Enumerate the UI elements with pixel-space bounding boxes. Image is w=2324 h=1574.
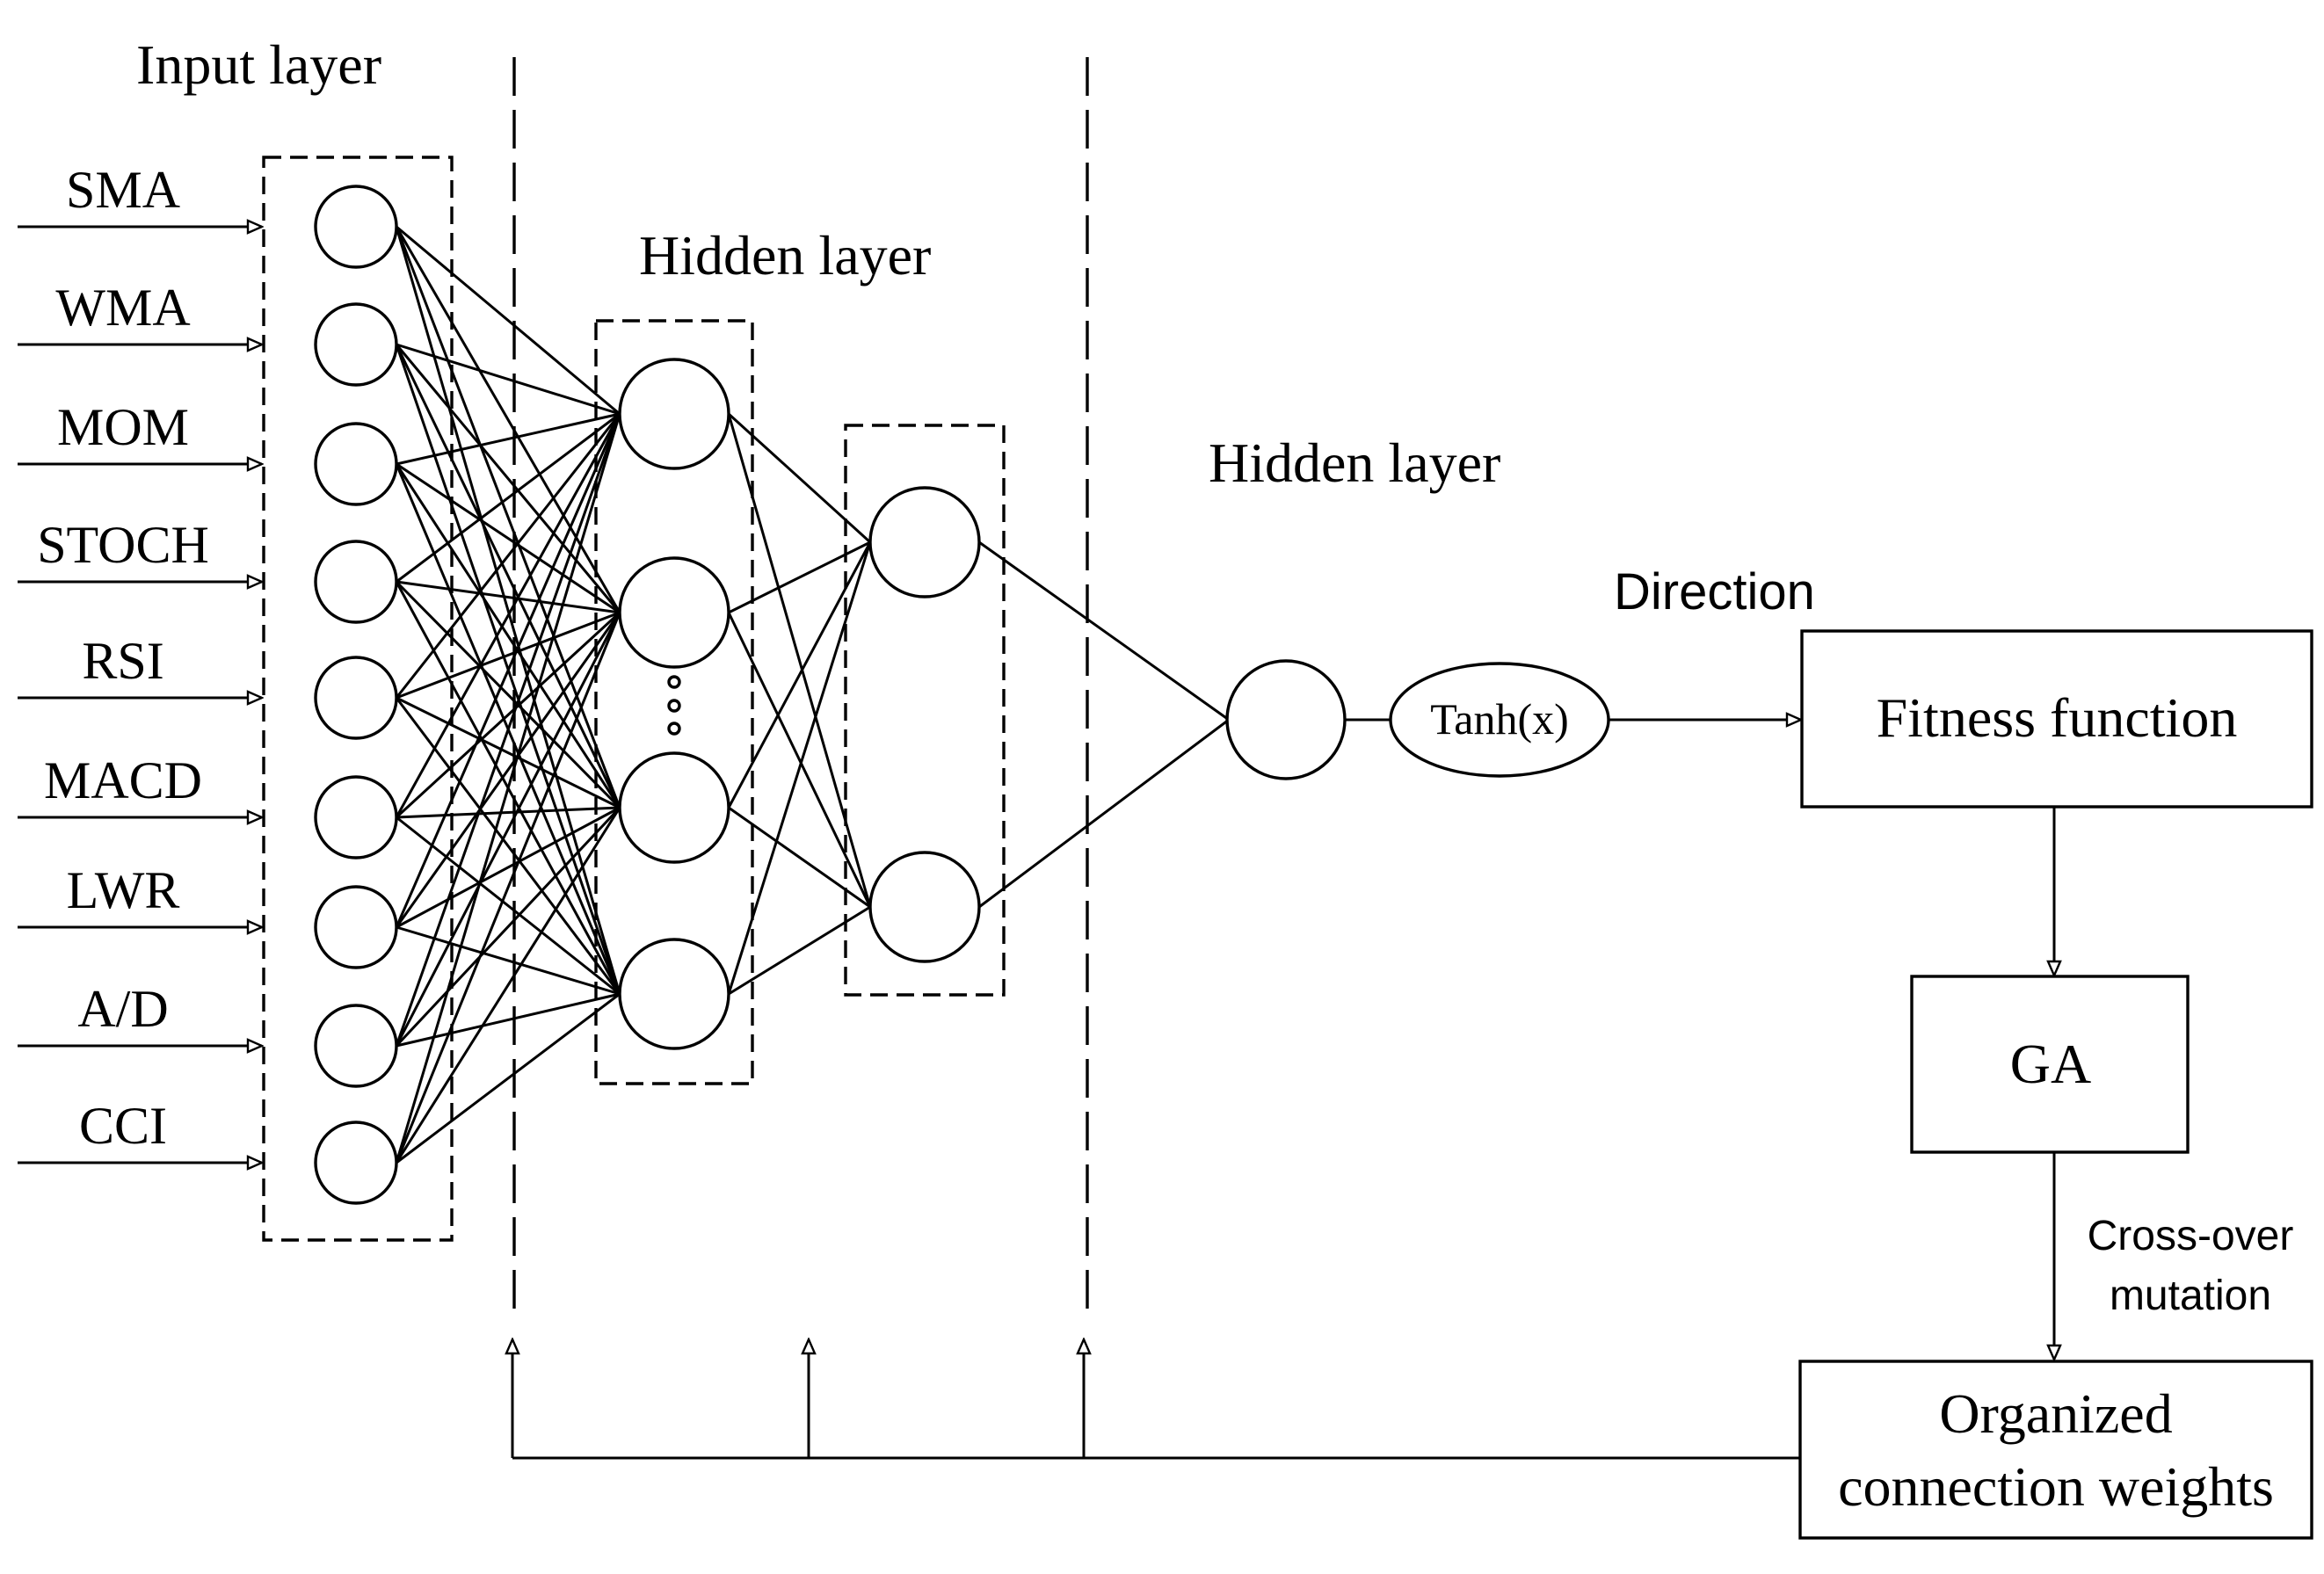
ellipsis-dots (667, 675, 681, 736)
connection-line (395, 413, 621, 1164)
connection-line (396, 462, 621, 614)
mutation-label: mutation (2110, 1273, 2271, 1319)
hidden-layer-1-node (618, 938, 730, 1050)
tanh-label: Tanh(x) (1430, 694, 1569, 743)
connection-line (396, 611, 621, 700)
input-node (314, 540, 398, 624)
input-label: STOCH (37, 516, 209, 574)
input-layer-title: Input layer (136, 33, 381, 96)
ga-label: GA (2010, 1033, 2091, 1095)
connection-line (395, 611, 621, 819)
hidden-layer-2-title: Hidden layer (1209, 432, 1500, 494)
connection-line (395, 413, 621, 818)
connection-line (395, 612, 621, 1164)
connection-line (396, 343, 621, 416)
connection-line (396, 992, 621, 1164)
connection-line (396, 696, 621, 809)
connection-line (395, 413, 621, 928)
connection-line (396, 412, 621, 466)
connection-line (395, 344, 621, 809)
hidden-layer-2-node (868, 486, 981, 598)
fitness-function-label: Fitness function (1877, 686, 2238, 749)
input-node (314, 422, 398, 506)
connection-line (978, 540, 1230, 722)
hidden-layer-1-node (618, 556, 730, 669)
connection-line (395, 806, 621, 1048)
connection-line (396, 806, 621, 819)
connection-line (727, 612, 872, 908)
input-label: RSI (82, 632, 163, 690)
connection-line (396, 225, 621, 416)
input-node (314, 775, 398, 860)
connection-line (727, 413, 872, 908)
crossover-label: Cross-over (2088, 1213, 2294, 1259)
input-node (314, 185, 398, 269)
output-node (1225, 659, 1347, 780)
organized-weights-box (1798, 1360, 2313, 1540)
connection-line (395, 463, 621, 809)
connection-line (395, 226, 621, 613)
connection-line (396, 806, 621, 929)
input-node (314, 302, 398, 387)
feedback-path (512, 1339, 1800, 1460)
fitness-function-box (1800, 629, 2313, 809)
connection-line (395, 344, 621, 613)
input-label: CCI (79, 1097, 167, 1155)
connection-line (728, 806, 871, 909)
direction-label: Direction (1614, 563, 1815, 620)
network-nodes (314, 185, 1347, 1205)
input-label: LWR (67, 861, 180, 919)
connection-line (728, 540, 871, 614)
input-label: WMA (55, 279, 190, 337)
hidden-layer-1-title: Hidden layer (639, 224, 931, 287)
input-label: A/D (77, 980, 168, 1038)
input-label: MOM (57, 398, 189, 456)
connection-line (395, 226, 621, 809)
connection-line (395, 697, 621, 995)
connection-line (727, 412, 872, 544)
input-node (314, 885, 398, 969)
connection-line (395, 580, 621, 809)
connection-line (395, 413, 621, 1047)
connection-line (396, 816, 621, 996)
connection-line (978, 718, 1230, 909)
connection-line (395, 612, 621, 1047)
hidden-layer-1-node (618, 358, 730, 470)
connection-line (728, 905, 871, 996)
connection-lines (395, 225, 1230, 1164)
input-node (314, 1121, 398, 1205)
input-node (314, 656, 398, 740)
hidden-layer-2-box (844, 424, 1006, 997)
connection-line (396, 580, 621, 614)
input-arrows (18, 227, 262, 1163)
input-label: MACD (44, 751, 202, 809)
input-layer-box (262, 156, 454, 1242)
hidden-layer-1-node (618, 751, 730, 864)
connection-line (395, 612, 621, 928)
ga-box (1910, 975, 2190, 1154)
input-node (314, 1004, 398, 1088)
connection-line (395, 413, 621, 699)
organized-label-line1: Organized (1939, 1382, 2172, 1445)
hidden-layer-1-box (594, 319, 754, 1085)
input-label: SMA (66, 161, 180, 219)
connection-line (396, 412, 621, 584)
connection-line (395, 807, 621, 1164)
organized-label-line2: connection weights (1838, 1455, 2274, 1518)
hidden-layer-2-node (868, 851, 981, 963)
input-labels: SMA WMA MOM STOCH RSI MACD LWR A/D CCI (37, 161, 209, 1155)
